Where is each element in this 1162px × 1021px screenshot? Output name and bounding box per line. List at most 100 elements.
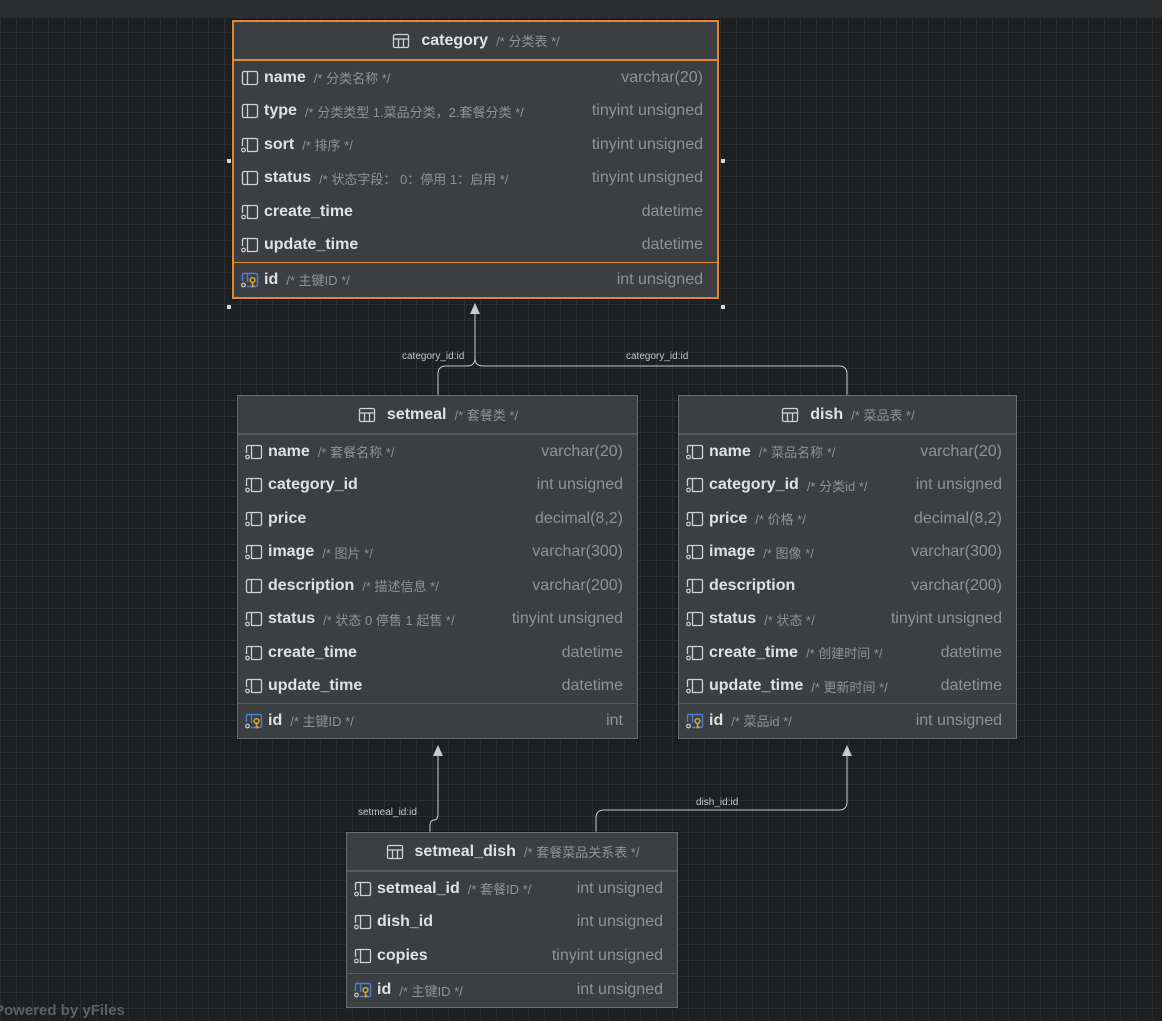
column-row[interactable]: type/* 分类类型 1.菜品分类，2.套餐分类 */tinyint unsi… [234,95,717,129]
primary-key-icon [244,711,264,731]
column-type: int unsigned [576,913,663,931]
column-type: tinyint unsigned [511,610,623,628]
column-row[interactable]: description varchar(200) [679,569,1016,603]
arrowhead-category [470,303,480,314]
entity-category[interactable]: category/* 分类表 */name/* 分类名称 */varchar(2… [232,20,719,299]
column-name: update_time [268,677,363,695]
column-name: category_id [268,476,358,494]
table-icon [391,31,411,51]
table-header[interactable]: category /* 分类表 */ [234,22,717,61]
column-nullable-icon [685,509,705,529]
column-type: int unsigned [576,981,663,999]
column-name: id [709,711,724,729]
relation-dish-category [474,310,848,396]
resize-handle[interactable] [227,159,231,163]
resize-handle[interactable] [721,305,725,309]
table-name: setmeal [386,405,447,423]
column-nullable-icon [244,475,264,495]
table-header[interactable]: setmeal_dish/* 套餐菜品关系表 */ [347,833,677,872]
relation-setmeal_dish-dish [595,752,848,832]
column-name: dish_id [377,913,434,931]
relation-label: setmeal_id:id [358,807,417,818]
column-name: name [264,68,306,86]
column-comment: /* 图像 */ [763,545,814,561]
resize-handle[interactable] [721,159,725,163]
column-row[interactable]: name/* 菜品名称 */varchar(20) [679,435,1016,469]
column-row[interactable]: update_time/* 更新时间 */datetime [679,670,1016,704]
column-nullable-icon [240,235,260,255]
arrowhead-setmeal [433,745,443,756]
table-comment: /* 分类表 */ [496,34,560,49]
column-nullable-icon [240,135,260,155]
column-comment: /* 主键ID */ [290,714,354,730]
column-row[interactable]: price/* 价格 */decimal(8,2) [679,502,1016,536]
column-row[interactable]: dish_id int unsigned [347,906,677,940]
column-row[interactable]: setmeal_id/* 套餐ID */int unsigned [347,872,677,906]
column-name: copies [377,946,428,964]
entity-setmeal_dish[interactable]: setmeal_dish/* 套餐菜品关系表 */setmeal_id/* 套餐… [346,832,678,1008]
column-row[interactable]: status/* 状态 0 停售 1 起售 */tinyint unsigned [238,603,637,637]
table-comment: /* 菜品表 */ [851,408,915,423]
column-row[interactable]: image/* 图像 */varchar(300) [679,536,1016,570]
column-comment: /* 创建时间 */ [805,646,883,662]
column-name: name [268,442,310,460]
column-comment: /* 套餐名称 */ [317,445,395,461]
column-icon [244,576,264,596]
column-row[interactable]: sort/* 排序 */tinyint unsigned [234,128,717,162]
table-comment: /* 套餐类 */ [454,408,519,423]
column-row[interactable]: status/* 状态 */tinyint unsigned [679,603,1016,637]
column-type: int unsigned [616,270,703,288]
column-type: tinyint unsigned [591,102,703,120]
column-name: type [264,102,297,120]
column-name: id [268,711,283,729]
column-type: int unsigned [915,711,1002,729]
primary-key-row[interactable]: id/* 主键ID */int [238,703,637,738]
column-type: varchar(200) [532,576,623,594]
column-icon [240,168,260,188]
column-type: datetime [641,202,703,220]
column-nullable-icon [353,879,373,899]
table-header[interactable]: setmeal /* 套餐类 */ [238,396,637,435]
column-row[interactable]: status/* 状态字段： 0：停用 1：启用 */tinyint unsig… [234,162,717,196]
column-name: update_time [264,236,359,254]
column-comment: /* 状态字段： 0：停用 1：启用 */ [319,171,509,187]
column-type: tinyint unsigned [890,610,1002,628]
column-name: status [268,610,316,628]
column-comment: /* 菜品id */ [731,714,792,730]
column-icon [240,101,260,121]
column-name: price [268,509,307,527]
column-row[interactable]: description/* 描述信息 */varchar(200) [238,569,637,603]
column-type: varchar(20) [920,442,1002,460]
primary-key-icon [685,711,705,731]
column-comment: /* 分类名称 */ [313,71,391,87]
column-comment: /* 更新时间 */ [811,679,888,695]
entity-dish[interactable]: dish/* 菜品表 */name/* 菜品名称 */varchar(20)ca… [678,395,1017,739]
column-type: tinyint unsigned [591,169,703,187]
column-row[interactable]: image/* 图片 */varchar(300) [238,536,637,570]
column-row[interactable]: create_time/* 创建时间 */datetime [679,636,1016,670]
primary-key-row[interactable]: id/* 主键ID */int unsigned [347,972,677,1008]
column-row[interactable]: name/* 套餐名称 */varchar(20) [238,435,637,469]
column-name: description [709,576,796,594]
primary-key-row[interactable]: id /* 菜品id */ int unsigned [679,703,1016,738]
primary-key-row[interactable]: id/* 主键ID */int unsigned [234,262,717,297]
resize-handle[interactable] [227,305,231,309]
column-row[interactable]: name/* 分类名称 */varchar(20) [234,61,717,95]
column-row[interactable]: category_id/* 分类id */int unsigned [679,469,1016,503]
column-type: varchar(200) [911,576,1002,594]
column-comment: /* 图片 */ [322,545,373,561]
column-nullable-icon [244,509,264,529]
column-nullable-icon [240,202,260,222]
table-name: category [421,31,489,49]
entity-setmeal[interactable]: setmeal /* 套餐类 */ name /* 套餐名称 */ varchar(20… [237,395,638,739]
column-type: tinyint unsigned [591,135,703,153]
table-header[interactable]: dish/* 菜品表 */ [679,396,1016,435]
column-comment: /* 主键ID */ [399,983,463,999]
